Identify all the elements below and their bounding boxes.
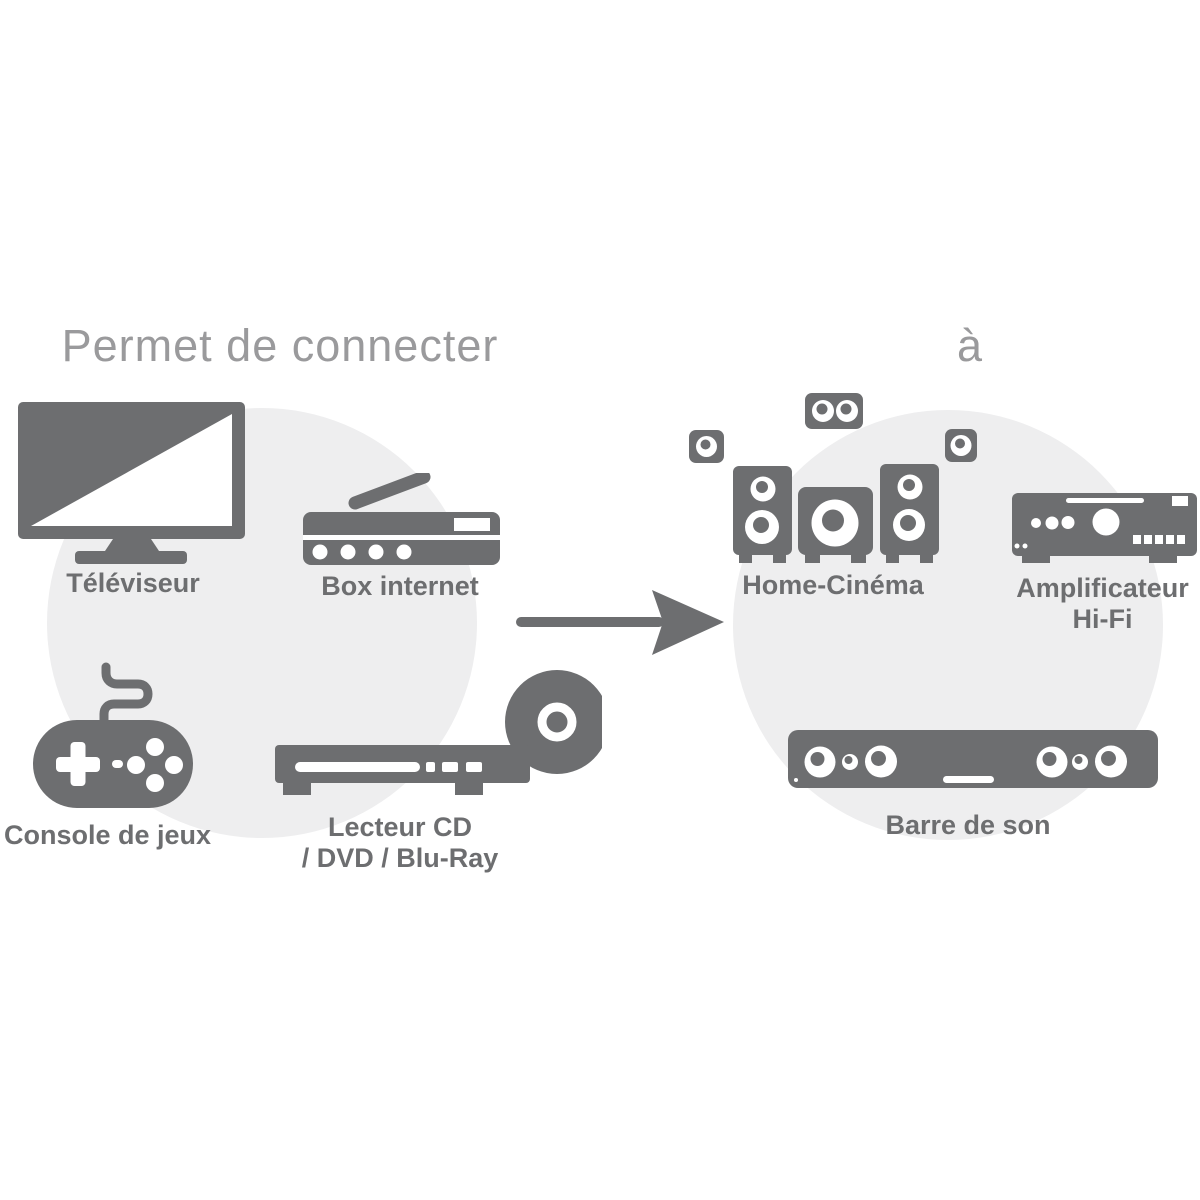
tv-icon xyxy=(18,402,245,564)
tv-label: Téléviseur xyxy=(66,568,200,598)
internet-box-label: Box internet xyxy=(321,571,479,601)
hifi-amplifier-label: Amplificateur Hi-Fi xyxy=(1016,573,1189,634)
home-cinema-speakers-icon xyxy=(689,393,977,563)
right-heading: à xyxy=(956,320,984,371)
arrow-right-icon xyxy=(516,590,724,655)
soundbar-icon xyxy=(788,730,1158,788)
disc-player-icon xyxy=(275,670,602,795)
internet-box-icon xyxy=(303,473,500,565)
game-controller-icon xyxy=(33,662,193,808)
left-heading: Permet de connecter xyxy=(61,320,499,371)
home-cinema-label: Home-Cinéma xyxy=(742,570,924,600)
disc-player-label: Lecteur CD / DVD / Blu-Ray xyxy=(301,812,499,873)
soundbar-label: Barre de son xyxy=(885,810,1051,840)
game-controller-label: Console de jeux xyxy=(3,820,212,850)
hifi-amplifier-icon xyxy=(1012,493,1197,563)
